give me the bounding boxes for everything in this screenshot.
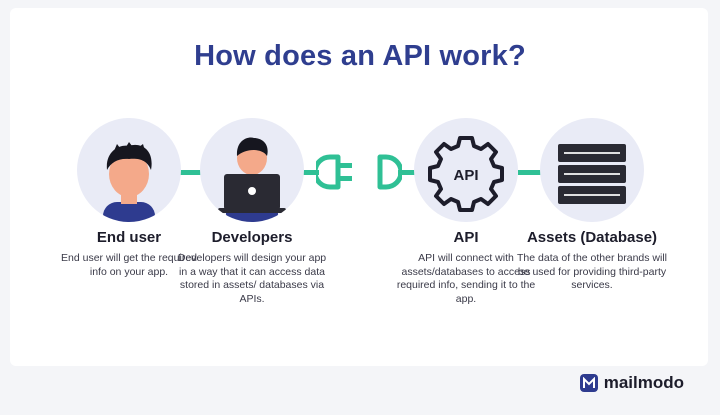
connector-api-database [518, 170, 542, 175]
mailmodo-logo-icon [579, 374, 598, 392]
database-server-icon [558, 144, 626, 204]
developers-label: Developers [211, 229, 293, 246]
diagram-title: How does an API work? [194, 40, 526, 72]
person-icon [103, 142, 155, 222]
database-label: Assets (Database) [526, 229, 658, 246]
developer-laptop-icon [218, 137, 286, 222]
end-user-label: End user [96, 229, 162, 246]
api-gear-icon: API [428, 136, 504, 212]
api-circle: API [414, 118, 518, 222]
socket-icon [377, 154, 402, 190]
end-user-description: End user will get the required info on y… [61, 252, 197, 278]
connector-developers-plug [303, 170, 319, 175]
database-description: The data of the other brands will be use… [517, 252, 668, 291]
api-description: API will connect with assets/databases t… [396, 252, 536, 305]
developers-description: Developers will design your app in a way… [177, 252, 327, 305]
brand-logo: mailmodo [579, 373, 684, 393]
end-user-circle [77, 118, 181, 222]
connector-socket-api [398, 170, 416, 175]
developers-circle [200, 118, 304, 222]
api-gear-label: API [453, 167, 478, 184]
connector-user-developers [180, 170, 202, 175]
database-circle [540, 118, 644, 222]
plug-icon [316, 154, 352, 190]
api-label: API [453, 229, 479, 246]
brand-name: mailmodo [603, 373, 684, 392]
